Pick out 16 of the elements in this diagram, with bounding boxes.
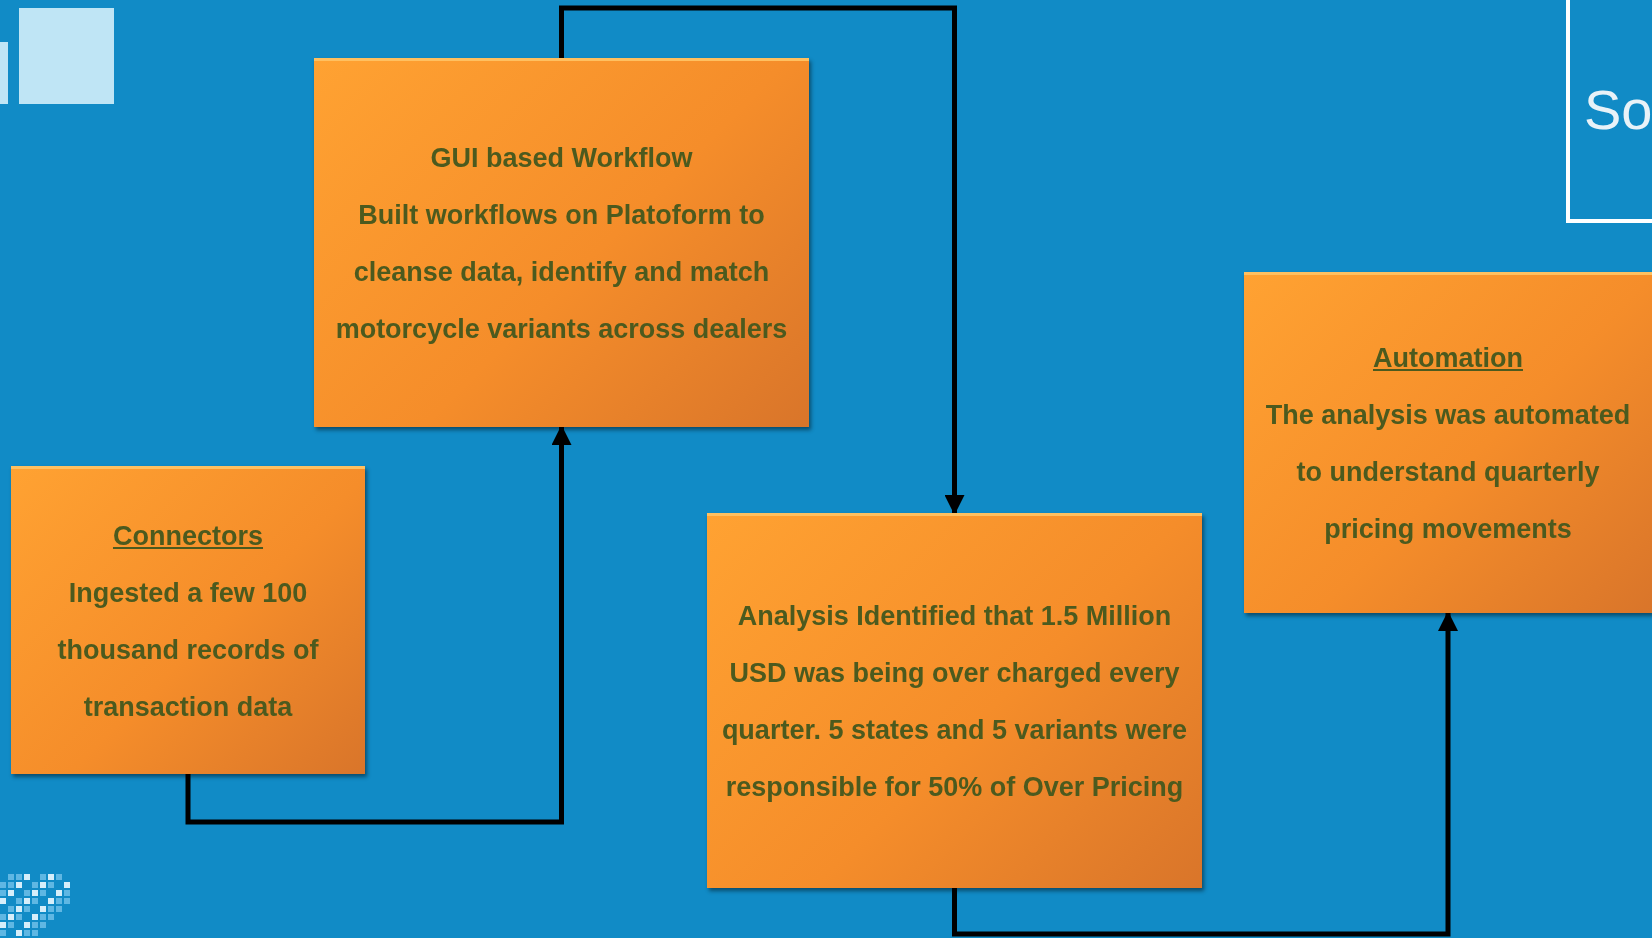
connector-arrow — [185, 425, 572, 825]
connector-arrow — [952, 611, 1458, 937]
connector-arrow — [559, 5, 965, 515]
box-heading: Automation — [1373, 342, 1523, 375]
process-box — [707, 513, 1202, 888]
process-box — [1244, 272, 1652, 613]
panel-text: So — [1584, 79, 1652, 140]
box-text: Ingested a few 100 thousand records of transaction data — [56, 576, 320, 724]
box-heading: Connectors — [113, 519, 263, 553]
box-text: Built workflows on Platoform to cleanse data, identify and match motorcycle variants across dealers — [334, 199, 789, 346]
box-heading: GUI based Workflow — [430, 142, 693, 175]
process-box — [11, 466, 365, 774]
box-text: Analysis Identified that 1.5 Million USD was being over charged every quarter. 5 states and 5 variants were responsible for 50% of Over Pricing — [720, 600, 1189, 804]
outlined-panel — [1566, 0, 1652, 223]
process-box — [314, 58, 809, 427]
box-text: The analysis was automated to understand quarterly pricing movements — [1264, 399, 1632, 546]
